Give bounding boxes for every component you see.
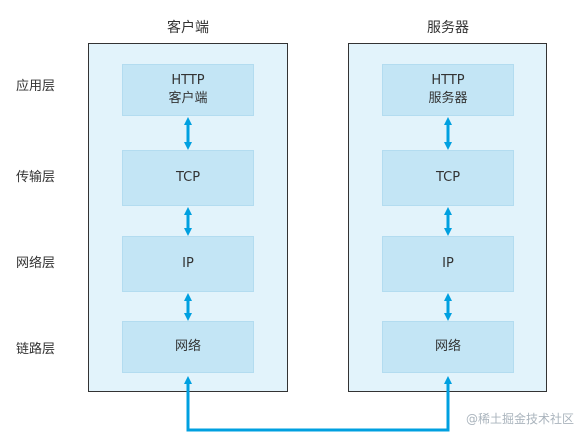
client-title: 客户端 [167,20,209,36]
server-http-label-1: HTTP [431,73,465,88]
server-tcp-box: TCP [382,150,514,206]
layer-label-application: 应用层 [16,79,56,94]
client-tcp-label: TCP [175,170,201,185]
server-http-label-2: 服务器 [428,91,468,106]
server-ip-box: IP [382,236,514,292]
client-ip-box: IP [122,236,254,292]
layer-label-transport: 传输层 [16,170,56,185]
watermark: @稀土掘金技术社区 [465,412,574,426]
server-ip-label: IP [442,256,454,271]
layer-label-link: 链路层 [16,342,56,357]
client-ip-label: IP [182,256,194,271]
server-title: 服务器 [427,20,469,36]
server-network-label: 网络 [434,339,461,354]
client-tcp-box: TCP [122,150,254,206]
network-link-line [184,376,452,432]
server-network-box: 网络 [382,321,514,373]
client-http-box: HTTP 客户端 [122,64,254,116]
client-network-label: 网络 [174,339,201,354]
client-network-box: 网络 [122,321,254,373]
server-tcp-label: TCP [435,170,461,185]
server-http-box: HTTP 服务器 [382,64,514,116]
client-http-label-1: HTTP [171,73,205,88]
layer-label-network: 网络层 [16,256,56,271]
client-http-label-2: 客户端 [168,91,208,106]
